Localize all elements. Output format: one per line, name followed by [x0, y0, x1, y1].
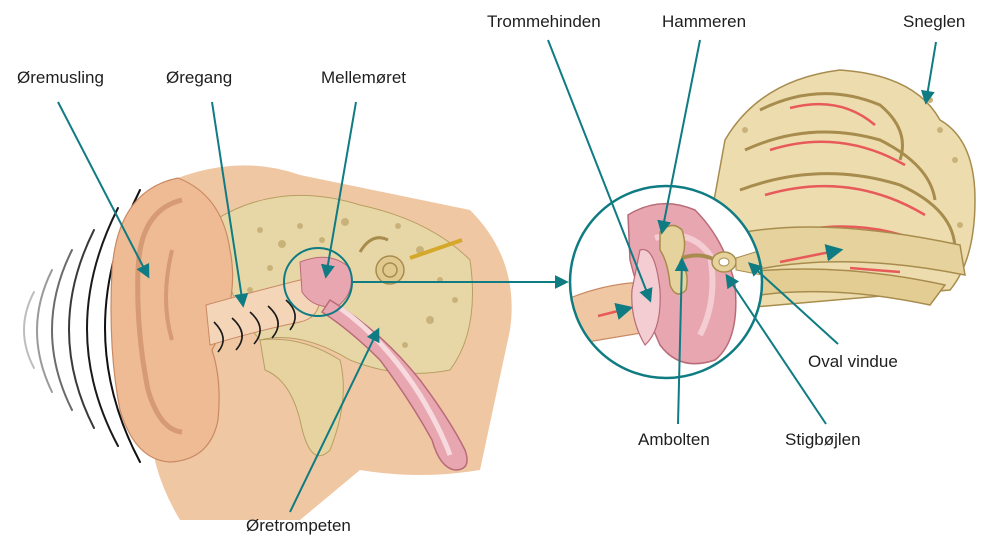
- label-malleus: Hammeren: [662, 12, 746, 32]
- pointer-cochlea: [926, 42, 936, 102]
- label-incus: Ambolten: [638, 430, 710, 450]
- label-auricle: Øremusling: [17, 68, 104, 88]
- label-middle-ear: Mellemøret: [321, 68, 406, 88]
- label-cochlea: Sneglen: [903, 12, 965, 32]
- label-eustachian-tube: Øretrompeten: [246, 516, 351, 536]
- label-stapes: Stigbøjlen: [785, 430, 861, 450]
- label-oval-window: Oval vindue: [808, 352, 898, 372]
- label-ear-canal: Øregang: [166, 68, 232, 88]
- label-eardrum: Trommehinden: [487, 12, 601, 32]
